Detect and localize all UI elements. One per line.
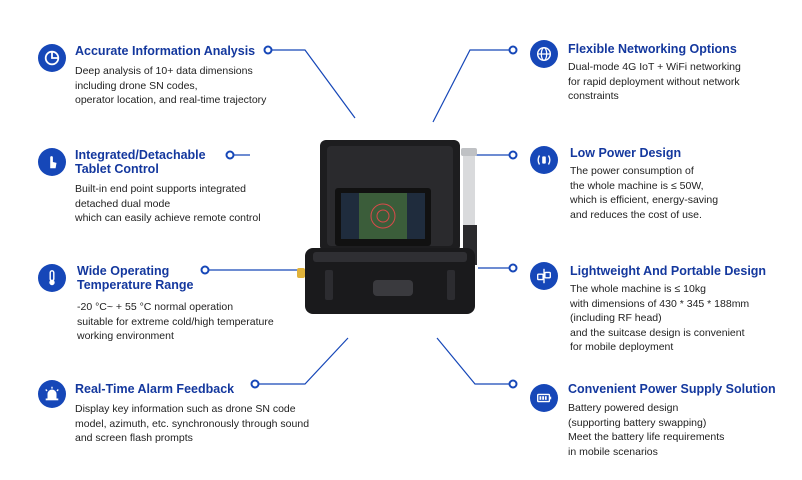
desc-line: model, azimuth, etc. synchronously throu… [75,417,310,430]
desc-line: Meet the battery life requirements [568,431,725,443]
title-line: Integrated/Detachable [75,148,206,162]
feature-title-power: Low Power Design [570,146,682,160]
feature-desc-alarm: Display key information such as drone SN… [75,402,309,446]
pie-chart-icon [38,44,66,72]
desc-line: constraints [568,90,619,102]
desc-line: with dimensions of 430 * 345 * 188mm [570,297,750,310]
desc-line: and the suitcase design is convenient [570,326,745,339]
feature-desc-power: The power consumption of the whole machi… [570,164,718,222]
feature-desc-networking: Dual-mode 4G IoT + WiFi networking for r… [568,60,741,104]
feature-desc-temperature: -20 °C~ + 55 °C normal operation suitabl… [77,300,274,344]
desc-line: for rapid deployment without network [568,75,740,88]
feature-desc-analysis: Deep analysis of 10+ data dimensions inc… [75,64,266,108]
feature-title-tablet: Integrated/Detachable Tablet Control [75,148,206,176]
feature-desc-tablet: Built-in end point supports integrated d… [75,182,261,226]
desc-line: The power consumption of [570,165,694,177]
desc-line: suitable for extreme cold/high temperatu… [77,315,274,328]
title-line: Tablet Control [75,162,159,176]
touch-hand-icon [38,148,66,176]
title-line: Temperature Range [77,278,194,292]
feature-title-portable: Lightweight And Portable Design [570,264,767,278]
desc-line: The whole machine is ≤ 10kg [570,283,706,295]
thermometer-icon [38,264,66,292]
desc-line: Dual-mode 4G IoT + WiFi networking [568,61,741,73]
desc-line: in mobile scenarios [568,445,658,458]
desc-line: working environment [77,330,174,342]
desc-line: the whole machine is ≤ 50W, [570,179,704,192]
feature-desc-portable: The whole machine is ≤ 10kg with dimensi… [570,282,749,355]
feature-desc-supply: Battery powered design (supporting batte… [568,401,724,459]
desc-line: Battery powered design [568,402,679,414]
modules-icon [530,262,558,290]
desc-line: which can easily achieve remote control [75,212,261,224]
desc-line: -20 °C~ + 55 °C normal operation [77,301,234,313]
desc-line: (supporting battery swapping) [568,416,707,429]
desc-line: including drone SN codes, [75,79,198,92]
battery-icon [530,384,558,412]
desc-line: operator location, and real-time traject… [75,94,267,106]
feature-title-temperature: Wide Operating Temperature Range [77,264,193,292]
alarm-siren-icon [38,380,66,408]
feature-title-alarm: Real-Time Alarm Feedback [75,382,235,396]
feature-title-networking: Flexible Networking Options [568,42,737,56]
desc-line: (including RF head) [570,312,662,324]
desc-line: Built-in end point supports integrated [75,183,247,195]
signal-broadcast-icon [530,146,558,174]
desc-line: and screen flash prompts [75,432,193,444]
desc-line: for mobile deployment [570,341,674,353]
desc-line: Deep analysis of 10+ data dimensions [75,65,253,77]
desc-line: and reduces the cost of use. [570,208,702,221]
feature-title-analysis: Accurate Information Analysis [75,44,256,58]
globe-icon [530,40,558,68]
desc-line: Display key information such as drone SN… [75,403,296,415]
title-line: Wide Operating [77,264,170,278]
detector-suitcase-image [297,140,477,314]
desc-line: detached dual mode [75,197,171,210]
desc-line: which is efficient, energy-saving [570,194,719,206]
feature-title-supply: Convenient Power Supply Solution [568,382,776,396]
